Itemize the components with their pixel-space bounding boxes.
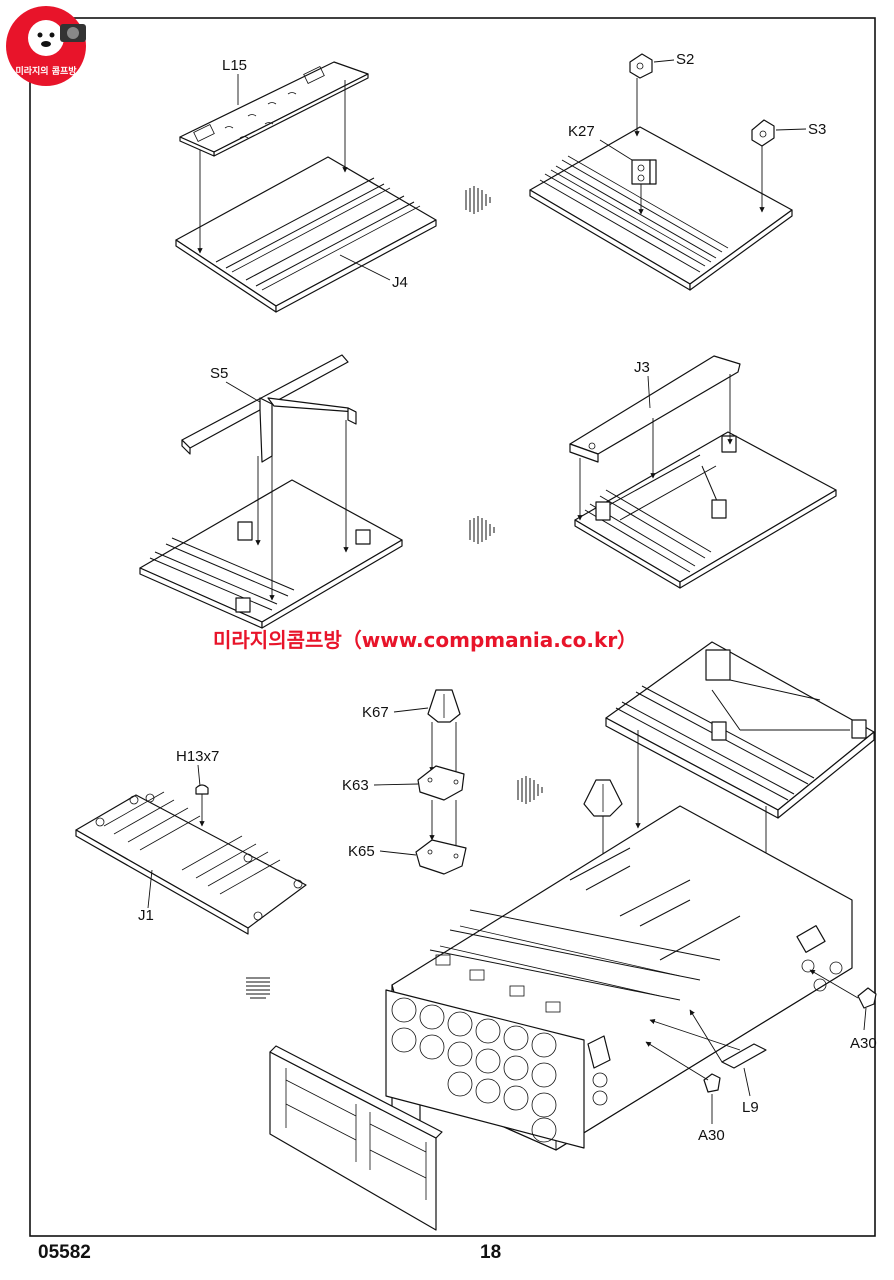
part-j4 [175,156,437,313]
step-arrow [517,776,543,804]
step1-assembly: L15 J4 [175,57,437,313]
part-a30-bottom [703,1073,721,1093]
label-j1: J1 [138,907,154,924]
side-details [587,925,843,1106]
rear-hatch-door [269,1045,443,1231]
label-l9: L9 [742,1099,759,1116]
label-k27: K27 [568,123,595,140]
part-s3 [751,119,775,147]
label-s2: S2 [676,51,694,68]
part-k27 [631,159,657,185]
part-a30-right [857,987,877,1009]
watermark-logo: 미라지의 콤프방 [6,6,86,86]
step3-assembly: S5 [139,354,403,629]
part-floor-step3 [139,479,403,629]
part-j3 [569,355,741,463]
part-j4-floor [529,126,793,291]
label-h13: H13x7 [176,748,219,765]
watermark-url: 미라지의콤프방（www.compmania.co.kr） [213,628,637,652]
kit-number: 05582 [38,1242,91,1263]
label-s3: S3 [808,121,826,138]
label-k67: K67 [362,704,389,721]
label-a30-right: A30 [850,1035,877,1052]
label-j3: J3 [634,359,650,376]
main-hull-assembly: A30 L9 A30 [269,641,877,1231]
part-k63 [417,765,465,801]
label-j4: J4 [392,274,408,291]
label-k65: K65 [348,843,375,860]
page-number: 18 [480,1242,501,1263]
part-l15 [179,61,369,157]
part-j1-panel [75,791,307,935]
label-l15: L15 [222,57,247,74]
step4-assembly: J3 [569,355,837,589]
part-l9 [721,1043,767,1069]
part-s5 [181,354,357,463]
page-border [29,17,876,1237]
step2-assembly: S2 S3 K27 [529,51,826,291]
step-arrow [465,186,491,214]
step-arrow [246,977,270,999]
floor-subassembly [605,641,875,819]
step5-mount-assembly: K67 K63 K65 [342,689,467,875]
launcher-tube-pod [385,989,585,1149]
part-k65 [415,839,467,875]
logo-text: 미라지의 콤프방 [15,65,77,77]
label-s5: S5 [210,365,228,382]
part-h13 [195,784,209,795]
step-arrow [469,516,495,544]
mount-on-hull [583,779,623,817]
part-floor-step4 [574,431,837,589]
label-a30-bottom: A30 [698,1127,725,1144]
part-s2 [629,53,653,79]
label-k63: K63 [342,777,369,794]
part-k67 [427,689,461,723]
